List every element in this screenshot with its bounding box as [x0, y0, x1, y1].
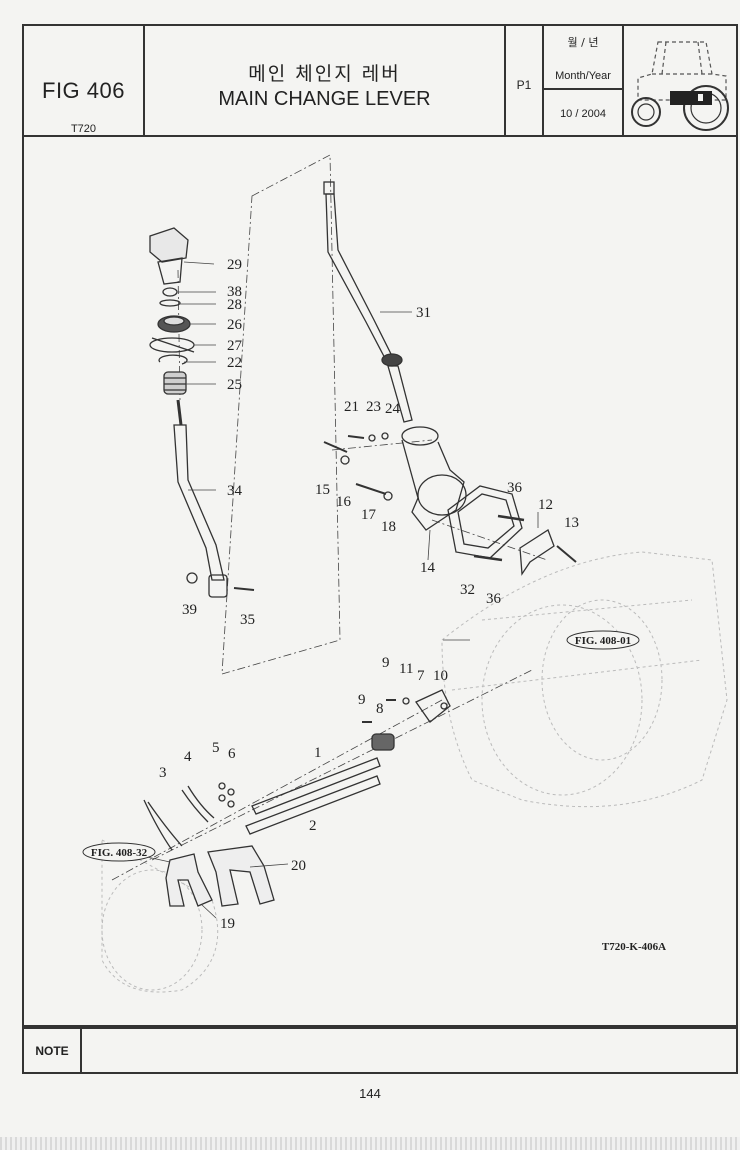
callout-13: 13 [564, 515, 579, 531]
callout-1: 1 [314, 745, 322, 761]
shift-forks [165, 845, 275, 907]
callout-12: 12 [538, 497, 553, 513]
fig-408-01-ref[interactable]: FIG. 408-01 [575, 635, 631, 647]
model-code: T720 [70, 123, 97, 135]
callout-21: 21 [344, 399, 359, 415]
callout-24: 24 [385, 401, 401, 417]
gasket-and-bracket [447, 485, 577, 576]
callout-36-bottom: 36 [486, 591, 502, 607]
exploded-diagram: FIG. 408-01 FIG. 408-32 T720-K-406A 29 3… [82, 154, 728, 993]
title-block: FIG 406 T720 메인 체인지 레버 MAIN CHANGE LEVER… [22, 24, 738, 137]
callout-29: 29 [227, 257, 242, 273]
transmission-housing [101, 551, 728, 993]
callout-18: 18 [381, 519, 396, 535]
drawing-area: FIG. 408-01 FIG. 408-32 T720-K-406A 29 3… [22, 137, 738, 1027]
month-year-korean: 월 / 년 [567, 36, 599, 49]
page-code-cell: P1 [506, 26, 544, 135]
page-code: P1 [516, 78, 532, 92]
leader-lines [123, 261, 539, 919]
callout-9-bottom: 9 [358, 692, 366, 708]
title-korean: 메인 체인지 레버 [248, 63, 401, 85]
callout-22: 22 [227, 355, 242, 371]
knob-assembly [149, 227, 195, 395]
scan-artifact-strip [0, 1137, 740, 1150]
callout-5: 5 [212, 740, 220, 756]
assembly-lines [111, 154, 548, 881]
callout-2: 2 [309, 818, 317, 834]
note-label: NOTE [24, 1029, 82, 1072]
callout-9-top: 9 [382, 655, 390, 671]
callout-16: 16 [336, 494, 352, 510]
callout-3: 3 [159, 765, 167, 781]
callout-25: 25 [227, 377, 242, 393]
title-english: MAIN CHANGE LEVER [218, 88, 431, 110]
callout-17: 17 [361, 507, 377, 523]
callout-32: 32 [460, 582, 475, 598]
reference-ovals [82, 630, 640, 862]
shift-rods [143, 689, 451, 851]
page-number: 144 [359, 1086, 381, 1101]
tractor-icon [631, 41, 729, 131]
callout-31: 31 [416, 305, 431, 321]
callout-14: 14 [420, 560, 436, 576]
callout-6: 6 [228, 746, 236, 762]
callout-27: 27 [227, 338, 243, 354]
callout-26: 26 [227, 317, 243, 333]
date-cell: 월 / 년 Month/Year 10 / 2004 [544, 26, 624, 135]
callout-35: 35 [240, 612, 255, 628]
callout-15: 15 [315, 482, 330, 498]
tractor-cell [624, 26, 736, 135]
callout-10: 10 [433, 668, 448, 684]
callout-38: 38 [227, 284, 242, 300]
date-divider [544, 88, 622, 90]
callout-11: 11 [399, 661, 413, 677]
callout-39: 39 [182, 602, 197, 618]
drawing-id: T720-K-406A [602, 941, 666, 953]
callout-labels: 29 38 28 26 27 22 25 34 39 35 31 21 23 2… [159, 257, 579, 932]
callout-8: 8 [376, 701, 384, 717]
note-box: NOTE [22, 1027, 738, 1074]
lever-34 [173, 399, 255, 598]
callout-20: 20 [291, 858, 306, 874]
callout-36-top: 36 [507, 480, 523, 496]
figure-cell: FIG 406 T720 [24, 26, 145, 135]
figure-number: FIG 406 [42, 78, 125, 103]
lever-31 [323, 181, 413, 423]
date-value: 10 / 2004 [560, 108, 606, 120]
callout-28: 28 [227, 297, 242, 313]
fig-408-32-ref[interactable]: FIG. 408-32 [91, 847, 148, 859]
callout-23: 23 [366, 399, 381, 415]
month-year-label: Month/Year [555, 70, 611, 82]
lever-housing-14 [323, 426, 467, 531]
callout-34: 34 [227, 483, 243, 499]
callout-4: 4 [184, 749, 192, 765]
callout-7: 7 [417, 668, 425, 684]
callout-19: 19 [220, 916, 235, 932]
title-cell: 메인 체인지 레버 MAIN CHANGE LEVER [145, 26, 506, 135]
